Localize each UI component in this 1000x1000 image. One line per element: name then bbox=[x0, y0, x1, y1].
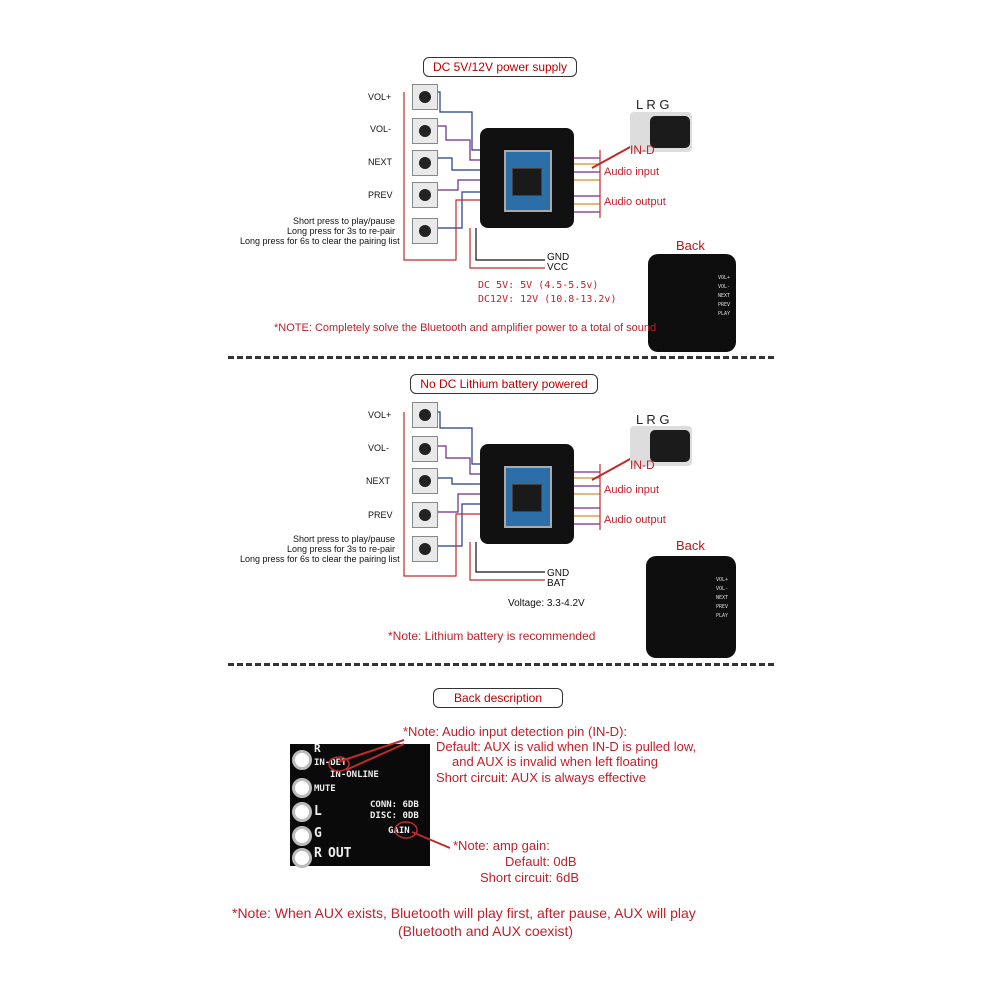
audio-output-label: Audio output bbox=[604, 196, 666, 208]
section3-title: Back description bbox=[433, 688, 563, 708]
in-d-label-2: IN-D bbox=[630, 458, 655, 472]
section1-wiring bbox=[403, 91, 633, 269]
next-button bbox=[412, 150, 438, 176]
photo-label-disc: DISC: 0DB bbox=[370, 811, 419, 821]
gnd-label-2: GND bbox=[547, 568, 570, 579]
dc12-spec: DC12V: 12V (10.8-13.2v) bbox=[478, 294, 617, 305]
back-label-1: Back bbox=[676, 238, 705, 253]
label-vol-up-2: VOL+ bbox=[368, 410, 392, 420]
divider-1 bbox=[228, 356, 774, 359]
jack-lrg-label: L R G bbox=[636, 97, 670, 112]
photo-label-in-online: IN-ONLINE bbox=[330, 770, 379, 780]
divider-2 bbox=[228, 663, 774, 666]
voltage-spec: Voltage: 3.3-4.2V bbox=[508, 598, 585, 609]
vol-up-button-2 bbox=[412, 402, 438, 428]
note-gain-line1: *Note: amp gain: bbox=[453, 838, 550, 853]
audio-input-label-2: Audio input bbox=[604, 484, 660, 496]
photo-label-gain: GAIN bbox=[388, 826, 410, 836]
photo-label-conn: CONN: 6DB bbox=[370, 800, 419, 810]
back-closeup-photo: R IN-DET IN-ONLINE MUTE L G R OUT CONN: … bbox=[290, 742, 430, 868]
section2-wiring bbox=[403, 411, 633, 581]
audio-output-label-2: Audio output bbox=[604, 514, 666, 526]
label-vol-down: VOL- bbox=[370, 124, 392, 134]
photo-label-g: G bbox=[314, 826, 322, 841]
audio-jack bbox=[630, 112, 692, 152]
prev-button-2 bbox=[412, 502, 438, 528]
photo-label-out: OUT bbox=[328, 846, 352, 861]
label-prev: PREV bbox=[368, 190, 393, 200]
note-in-d-line4: Short circuit: AUX is always effective bbox=[436, 770, 647, 785]
next-button-2 bbox=[412, 468, 438, 494]
photo-label-r: R bbox=[314, 846, 322, 861]
section1-note: *NOTE: Completely solve the Bluetooth an… bbox=[274, 322, 657, 334]
audio-jack-2 bbox=[630, 426, 692, 466]
vol-down-button bbox=[412, 118, 438, 144]
note-in-d-line1: *Note: Audio input detection pin (IN-D): bbox=[403, 724, 628, 739]
photo-label-mute: MUTE bbox=[314, 784, 336, 794]
audio-input-label: Audio input bbox=[604, 166, 660, 178]
amp-chip-2 bbox=[512, 484, 542, 512]
bottom-note-line2: (Bluetooth and AUX coexist) bbox=[398, 923, 574, 939]
press-notes-2: Short press to play/pause Long press for… bbox=[240, 534, 400, 564]
bluetooth-board bbox=[480, 128, 574, 228]
label-vol-down-2: VOL- bbox=[368, 443, 390, 453]
note-in-d-line3: and AUX is invalid when left floating bbox=[452, 754, 658, 769]
jack-lrg-label-2: L R G bbox=[636, 412, 670, 427]
pin-hole bbox=[292, 826, 312, 846]
pin-hole bbox=[292, 778, 312, 798]
vol-up-button bbox=[412, 84, 438, 110]
play-button-2 bbox=[412, 536, 438, 562]
pin-hole bbox=[292, 802, 312, 822]
prev-button bbox=[412, 182, 438, 208]
amp-chip bbox=[512, 168, 542, 196]
pin-hole bbox=[292, 750, 312, 770]
play-button bbox=[412, 218, 438, 244]
section2-note: *Note: Lithium battery is recommended bbox=[388, 629, 596, 643]
press-notes: Short press to play/pause Long press for… bbox=[240, 216, 400, 246]
bottom-note-line1: *Note: When AUX exists, Bluetooth will p… bbox=[232, 905, 696, 921]
pin-hole bbox=[292, 848, 312, 868]
vol-down-button-2 bbox=[412, 436, 438, 462]
photo-label-l: L bbox=[314, 804, 322, 819]
label-next: NEXT bbox=[368, 157, 393, 167]
bat-label: BAT bbox=[547, 578, 566, 589]
label-vol-up: VOL+ bbox=[368, 92, 392, 102]
back-label-2: Back bbox=[676, 538, 705, 553]
section2-title: No DC Lithium battery powered bbox=[410, 374, 598, 394]
note-in-d-line2: Default: AUX is valid when IN-D is pulle… bbox=[436, 739, 697, 754]
gnd-label: GND bbox=[547, 252, 570, 263]
section1-title: DC 5V/12V power supply bbox=[423, 57, 577, 77]
in-d-label: IN-D bbox=[630, 143, 655, 157]
bluetooth-board-2 bbox=[480, 444, 574, 544]
vcc-label: VCC bbox=[547, 262, 569, 273]
note-gain-line2: Default: 0dB bbox=[505, 854, 577, 869]
photo-label-r-top: R bbox=[314, 742, 321, 755]
label-prev-2: PREV bbox=[368, 510, 393, 520]
note-gain-line3: Short circuit: 6dB bbox=[480, 870, 579, 885]
dc5-spec: DC 5V: 5V (4.5-5.5v) bbox=[478, 280, 599, 291]
photo-label-in-det: IN-DET bbox=[314, 758, 347, 768]
label-next-2: NEXT bbox=[366, 476, 391, 486]
